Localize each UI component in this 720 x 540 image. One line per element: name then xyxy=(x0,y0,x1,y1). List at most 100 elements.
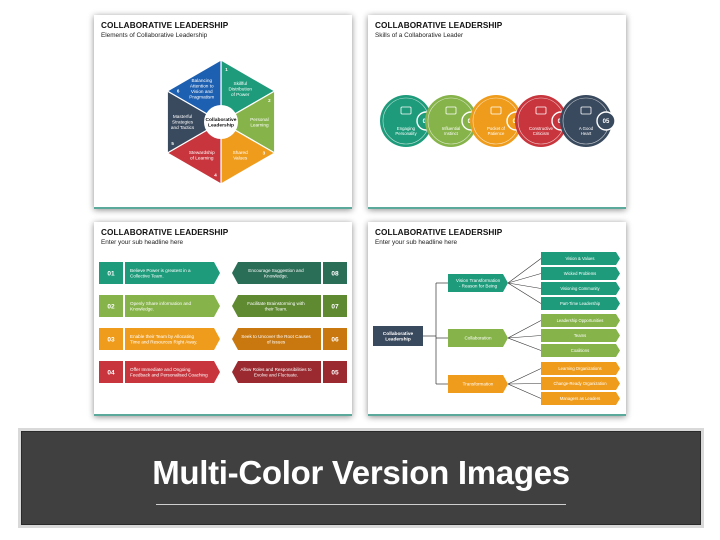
root-box xyxy=(373,326,423,346)
skill-icon xyxy=(580,106,592,115)
number-tab xyxy=(99,262,123,284)
segment-number: 1 xyxy=(225,67,228,72)
tree-leaf: Teams xyxy=(541,329,620,342)
branch-label: Vision Transformation- Reason for Being xyxy=(456,278,501,288)
center-circle xyxy=(204,105,238,139)
leaf-box xyxy=(541,252,620,265)
slide-title: COLLABORATIVE LEADERSHIP xyxy=(375,228,503,237)
leaf-label: Change-Ready Organization xyxy=(553,381,607,386)
item-box xyxy=(125,262,220,284)
branch-box xyxy=(448,329,508,347)
skill-icon xyxy=(400,106,412,115)
branch-box xyxy=(448,375,508,393)
skill-disc xyxy=(425,95,477,147)
tree-leaf: Leadership Opportunities xyxy=(541,314,620,327)
number-tab xyxy=(99,361,123,383)
slide-title: COLLABORATIVE LEADERSHIP xyxy=(101,228,229,237)
slide-title: COLLABORATIVE LEADERSHIP xyxy=(375,21,503,30)
connector xyxy=(507,282,542,304)
item-number: 05 xyxy=(331,369,339,376)
connector xyxy=(507,273,542,284)
leaf-label: Teams xyxy=(574,333,586,338)
connector xyxy=(507,383,542,385)
skill-icon xyxy=(490,106,502,115)
skill-disc xyxy=(470,95,522,147)
connector xyxy=(507,258,542,284)
segment-number: 5 xyxy=(171,141,174,146)
leaf-box xyxy=(541,344,620,357)
slide-title: COLLABORATIVE LEADERSHIP xyxy=(101,21,229,30)
leaf-label: Leadership Opportunities xyxy=(557,318,604,323)
leaf-box xyxy=(541,314,620,327)
number-tab xyxy=(323,262,347,284)
leaf-box xyxy=(541,297,620,310)
skill-disc xyxy=(380,95,432,147)
item-number: 03 xyxy=(107,336,115,343)
slide-thumbnail-elements[interactable]: COLLABORATIVE LEADERSHIP Elements of Col… xyxy=(94,15,352,209)
connector xyxy=(507,337,542,351)
item-box xyxy=(232,262,321,284)
leaf-label: Part-Time Leadership xyxy=(560,301,601,306)
item-number: 08 xyxy=(331,270,339,277)
skill-icon xyxy=(535,106,547,115)
tree-leaf: Change-Ready Organization xyxy=(541,377,620,390)
number-tab xyxy=(323,295,347,317)
leaf-label: Wicked Problems xyxy=(564,271,597,276)
segment-number: 6 xyxy=(177,88,180,93)
item-box xyxy=(125,361,220,383)
leaf-box xyxy=(541,392,620,405)
slide-thumbnail-tree[interactable]: COLLABORATIVE LEADERSHIP Enter your sub … xyxy=(368,222,626,416)
leaf-label: Managers as Leaders xyxy=(560,396,601,401)
connector xyxy=(507,282,542,289)
slide-subtitle: Enter your sub headline here xyxy=(375,239,458,246)
slide-subtitle: Skills of a Collaborative Leader xyxy=(375,32,464,39)
segment-number: 2 xyxy=(268,98,271,103)
slide-thumbnail-skills[interactable]: COLLABORATIVE LEADERSHIP Skills of a Col… xyxy=(368,15,626,209)
connector xyxy=(507,320,542,339)
leaf-box xyxy=(541,362,620,375)
item-box xyxy=(232,361,321,383)
item-box xyxy=(125,328,220,350)
segment-number: 4 xyxy=(214,172,217,177)
leaf-label: Learning Organizations xyxy=(558,366,601,371)
item-number: 07 xyxy=(331,303,339,310)
tree-branch: Vision Transformation- Reason for Being xyxy=(448,274,508,292)
branch-label: Collaboration xyxy=(464,336,492,341)
number-label: 05 xyxy=(603,119,610,125)
slide-thumbnail-list[interactable]: COLLABORATIVE LEADERSHIP Enter your sub … xyxy=(94,222,352,416)
tree-leaf: Vision & Values xyxy=(541,252,620,265)
item-number: 06 xyxy=(331,336,339,343)
leaf-box xyxy=(541,267,620,280)
tree-branch: Collaboration xyxy=(448,329,508,347)
leaf-box xyxy=(541,329,620,342)
tree-leaf: Wicked Problems xyxy=(541,267,620,280)
caption-banner: Multi-Color Version Images xyxy=(21,431,701,525)
leaf-box xyxy=(541,282,620,295)
item-number: 02 xyxy=(107,303,115,310)
skill-disc xyxy=(560,95,612,147)
tree-leaf: Coalitions xyxy=(541,344,620,357)
